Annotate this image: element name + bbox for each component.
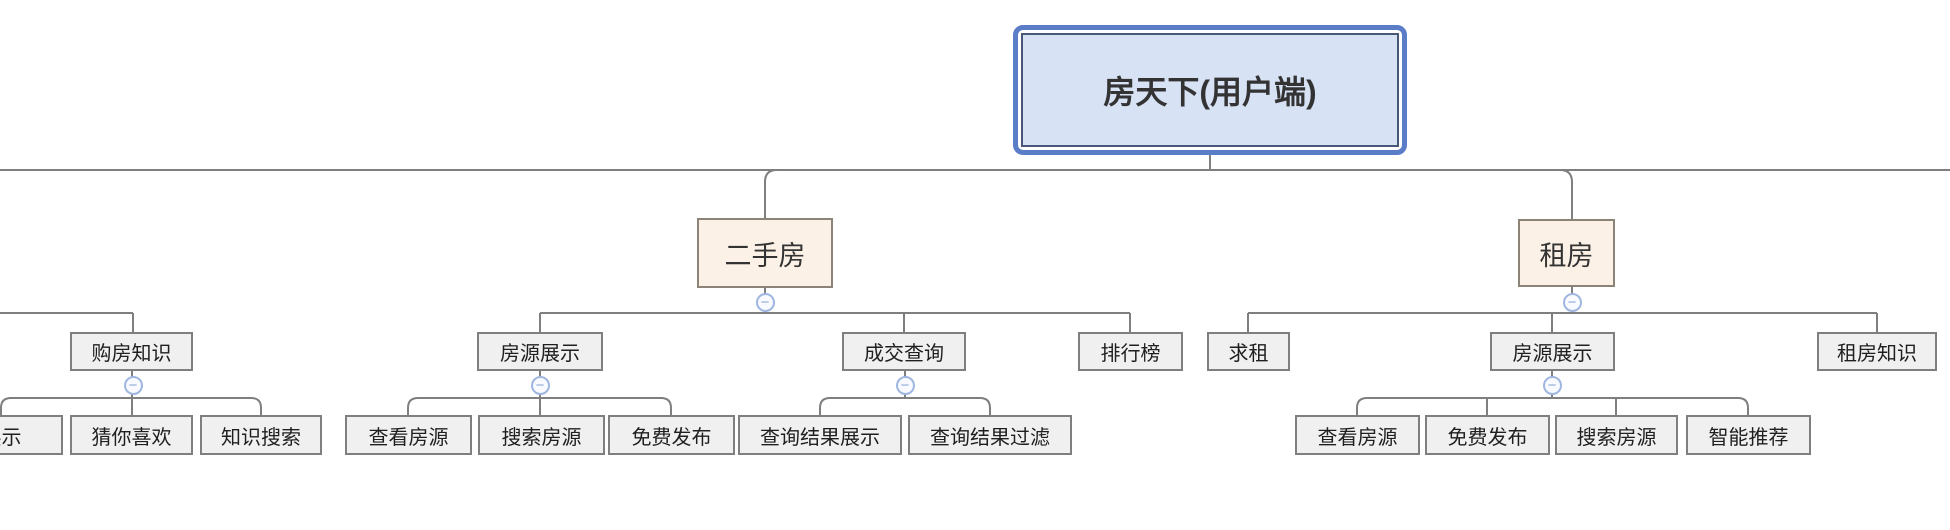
node-mianfei-fabu-1[interactable]: 免费发布 bbox=[608, 415, 735, 455]
node-sousuo-fangyuan-2[interactable]: 搜索房源 bbox=[1555, 415, 1678, 455]
node-cai-ni-xihuan[interactable]: 猜你喜欢 bbox=[70, 415, 193, 455]
collapse-minus-icon[interactable]: − bbox=[1562, 292, 1582, 312]
node-zhanshi-partial[interactable]: 展示 bbox=[0, 415, 63, 455]
node-zhishi-sousuo[interactable]: 知识搜索 bbox=[200, 415, 322, 455]
node-zhineng-tuijian[interactable]: 智能推荐 bbox=[1686, 415, 1811, 455]
node-zufang[interactable]: 租房 bbox=[1518, 219, 1615, 287]
node-fangtianxia-root[interactable]: 房天下(用户端) bbox=[1013, 25, 1407, 155]
connector-line bbox=[764, 169, 778, 218]
node-goufang-zhishi[interactable]: 购房知识 bbox=[70, 332, 193, 371]
connector-line bbox=[0, 397, 262, 415]
node-chengjiao-chaxun[interactable]: 成交查询 bbox=[842, 332, 966, 371]
node-mianfei-fabu-2[interactable]: 免费发布 bbox=[1425, 415, 1550, 455]
node-chaxun-jieguo-guolv[interactable]: 查询结果过滤 bbox=[908, 415, 1072, 455]
connector-line bbox=[819, 397, 991, 415]
node-sousuo-fangyuan-1[interactable]: 搜索房源 bbox=[478, 415, 605, 455]
collapse-minus-icon[interactable]: − bbox=[530, 375, 550, 395]
connector-line bbox=[407, 397, 672, 415]
collapse-minus-icon[interactable]: − bbox=[123, 375, 143, 395]
node-paihangbang[interactable]: 排行榜 bbox=[1078, 332, 1183, 371]
connector-line bbox=[1356, 397, 1749, 415]
node-fangyuan-zhanshi-2[interactable]: 房源展示 bbox=[1490, 332, 1615, 371]
node-zufang-zhishi[interactable]: 租房知识 bbox=[1817, 332, 1937, 371]
node-fangyuan-zhanshi-1[interactable]: 房源展示 bbox=[477, 332, 603, 371]
collapse-minus-icon[interactable]: − bbox=[1542, 375, 1562, 395]
node-chaxun-jieguo-zhanshi[interactable]: 查询结果展示 bbox=[738, 415, 902, 455]
collapse-minus-icon[interactable]: − bbox=[895, 375, 915, 395]
connector-line bbox=[1559, 169, 1573, 219]
node-chakan-fangyuan-2[interactable]: 查看房源 bbox=[1295, 415, 1420, 455]
root-node-label: 房天下(用户端) bbox=[1021, 33, 1399, 147]
collapse-minus-icon[interactable]: − bbox=[755, 292, 775, 312]
node-ershoufang[interactable]: 二手房 bbox=[697, 218, 833, 288]
node-qiuzu[interactable]: 求租 bbox=[1207, 332, 1290, 371]
node-chakan-fangyuan-1[interactable]: 查看房源 bbox=[345, 415, 472, 455]
